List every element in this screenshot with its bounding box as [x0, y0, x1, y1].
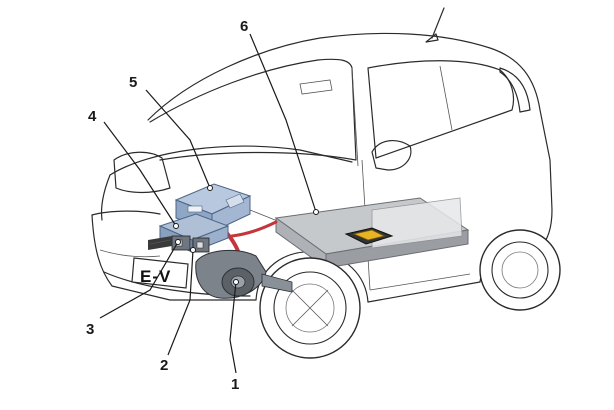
car-body	[91, 32, 555, 303]
callout-labels: 1 2 3 4 5 6	[86, 18, 248, 393]
front-wheel	[259, 257, 361, 359]
charging-port	[344, 227, 394, 245]
rear-wheel	[479, 229, 561, 311]
callout-3: 3	[86, 321, 94, 338]
front-grille	[148, 236, 172, 250]
callout-5: 5	[129, 74, 137, 91]
plate-text: E-V	[140, 267, 171, 286]
callout-4: 4	[88, 108, 97, 125]
callout-6: 6	[240, 18, 248, 35]
callout-1: 1	[231, 376, 239, 393]
callout-2: 2	[160, 357, 168, 374]
callout-leaders	[99, 33, 319, 374]
antenna	[425, 7, 445, 43]
battery-pack	[274, 197, 470, 269]
